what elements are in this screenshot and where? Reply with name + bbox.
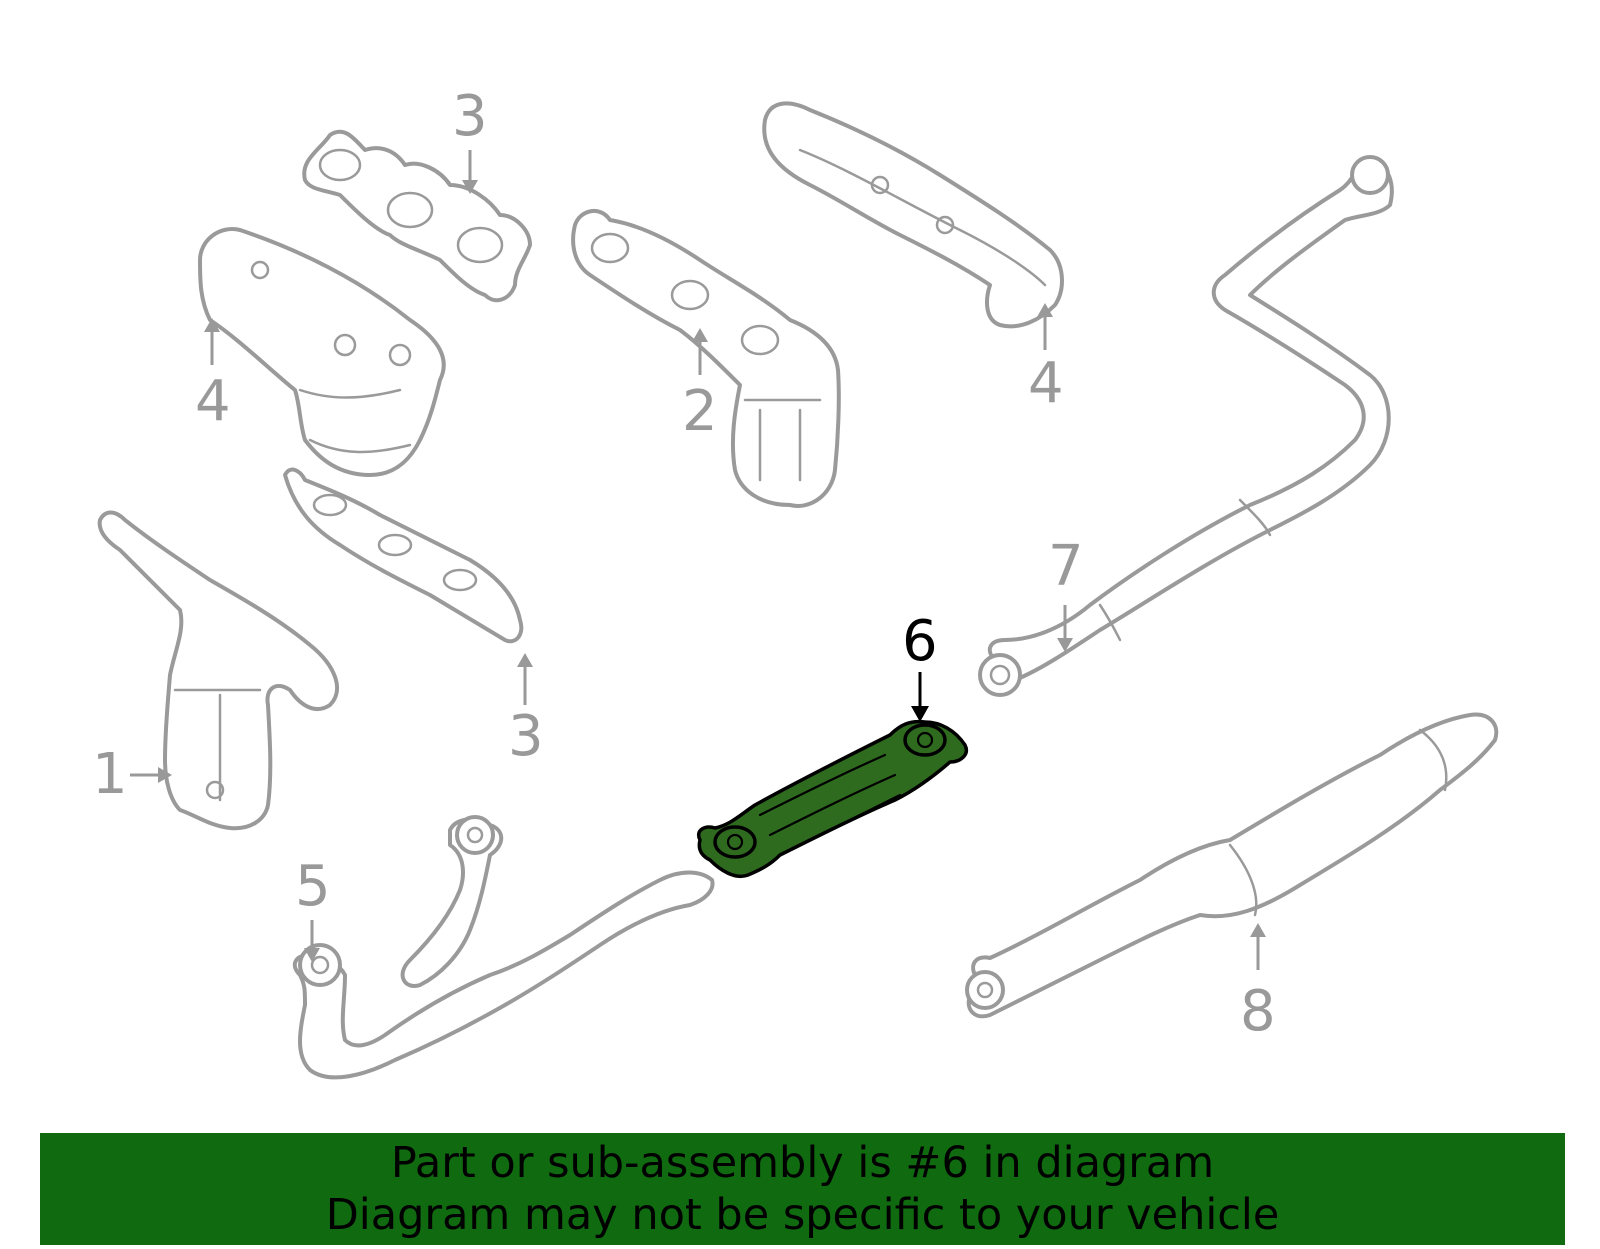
part-7-pipe bbox=[978, 155, 1394, 697]
part-4-right-heat-shield bbox=[762, 101, 1064, 329]
arrowhead-7 bbox=[1057, 638, 1073, 652]
arrowhead-8 bbox=[1250, 923, 1266, 937]
arrowhead-4-left bbox=[204, 318, 220, 332]
part-6-catalytic-converter bbox=[697, 719, 968, 878]
arrowhead-3-lower bbox=[517, 653, 533, 667]
callout-4-left: 4 bbox=[195, 369, 231, 434]
callout-1: 1 bbox=[92, 742, 128, 807]
part-3-upper-gasket bbox=[302, 129, 532, 303]
part-5-y-pipe bbox=[292, 815, 715, 1080]
banner-line-1: Part or sub-assembly is #6 in diagram bbox=[390, 1138, 1215, 1188]
callout-3-upper: 3 bbox=[452, 84, 488, 149]
arrowhead-3-upper bbox=[462, 180, 478, 194]
arrowhead-6 bbox=[911, 706, 929, 722]
part-3-lower-gasket bbox=[283, 467, 524, 644]
arrowhead-4-right bbox=[1037, 303, 1053, 317]
arrowhead-2 bbox=[692, 328, 708, 342]
callout-8: 8 bbox=[1240, 979, 1276, 1044]
part-1-manifold bbox=[97, 510, 340, 831]
part-2-manifold bbox=[571, 209, 841, 508]
exhaust-diagram: 3 4 2 4 7 6 3 1 5 8 bbox=[92, 84, 1499, 1080]
arrowhead-1 bbox=[158, 767, 172, 783]
callout-labels: 3 4 2 4 7 6 3 1 5 8 bbox=[92, 84, 1276, 1044]
callout-6: 6 bbox=[902, 609, 938, 674]
banner-line-2: Diagram may not be specific to your vehi… bbox=[325, 1190, 1280, 1240]
callout-2: 2 bbox=[682, 379, 718, 444]
arrowhead-5 bbox=[304, 948, 320, 962]
callout-3-lower: 3 bbox=[508, 704, 544, 769]
part-8-muffler bbox=[965, 712, 1499, 1019]
callout-4-right: 4 bbox=[1028, 351, 1064, 416]
part-4-left-heat-shield bbox=[198, 227, 446, 477]
callout-5: 5 bbox=[295, 854, 331, 919]
callout-arrows bbox=[130, 150, 1266, 970]
callout-7: 7 bbox=[1048, 534, 1084, 599]
info-banner: Part or sub-assembly is #6 in diagram Di… bbox=[40, 1133, 1565, 1245]
